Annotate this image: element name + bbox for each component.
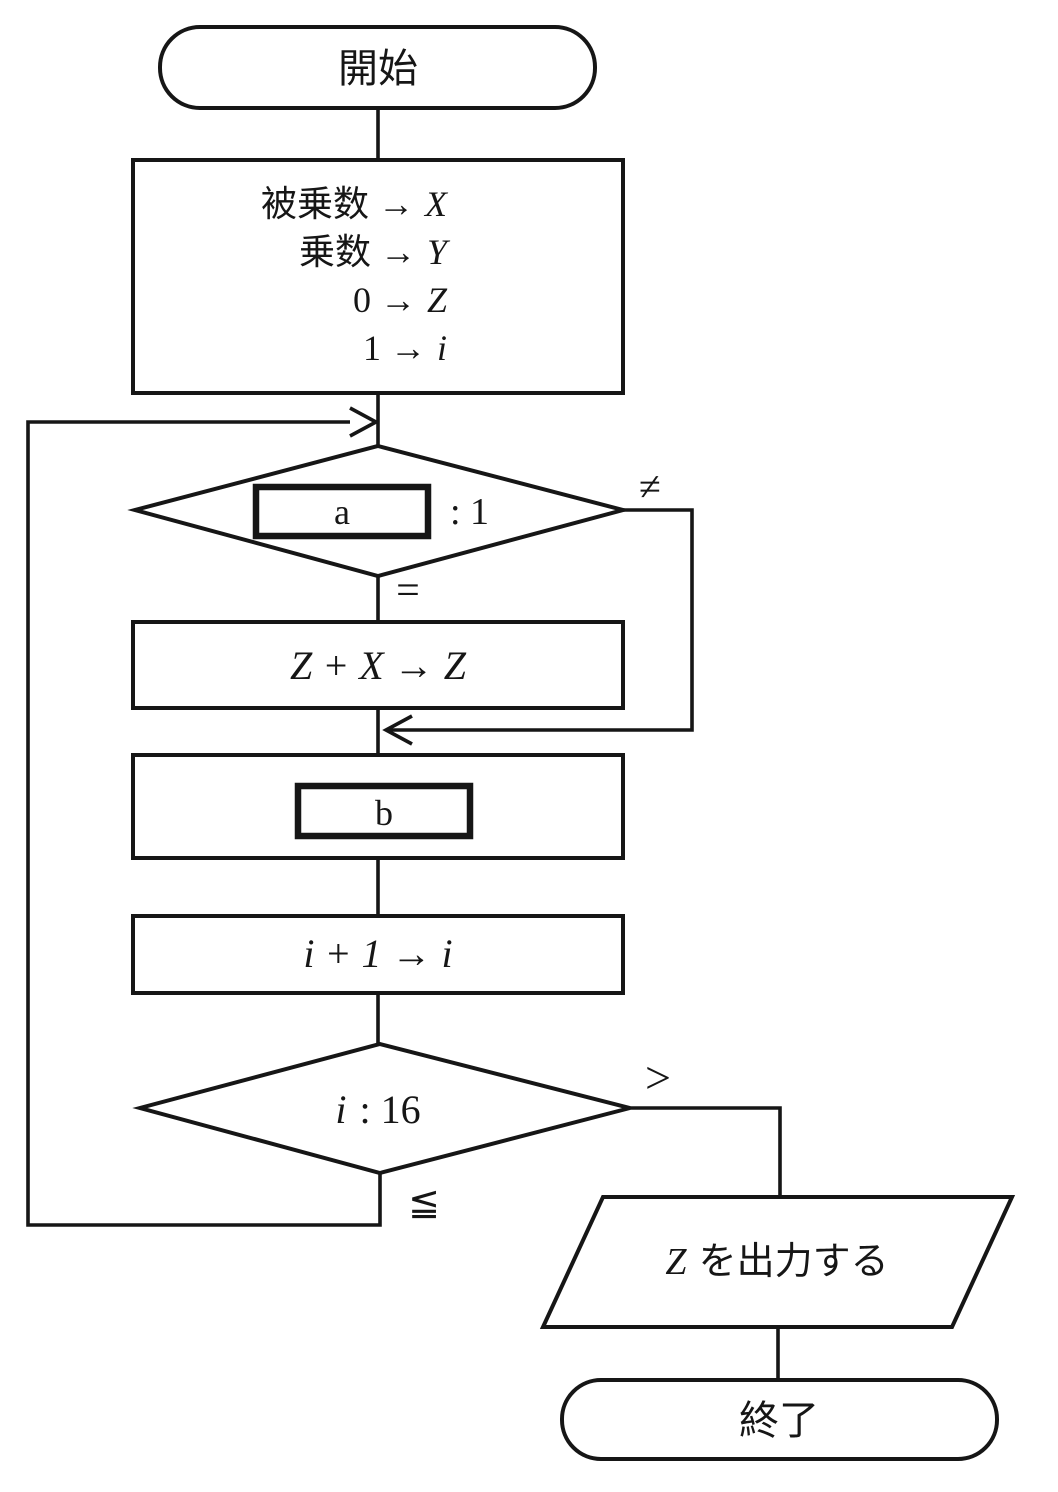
branch-label-not-equal: ≠ [639, 464, 661, 509]
branch-label-greater: > [645, 1052, 671, 1103]
output-suffix: を出力する [699, 1241, 889, 1283]
init-line-prefix: 0 → [353, 280, 416, 320]
answer-b-label: b [375, 793, 393, 833]
start-terminal [158, 25, 597, 110]
init-line: 乗数 → Y [299, 232, 451, 272]
decision2-text: i : 16 [335, 1087, 420, 1132]
add-process-text: Z + X → Z [290, 643, 467, 688]
init-process-box [131, 158, 625, 395]
end-terminal [560, 1378, 999, 1461]
branch-greater-line [630, 1106, 782, 1197]
decision2-var: i [335, 1087, 346, 1132]
branch-label-equal: = [396, 568, 420, 614]
init-line: 0 → Z [353, 280, 448, 320]
arrow-left-icon [382, 714, 413, 746]
answer-a-label: a [334, 492, 350, 532]
increment-process-text: i + 1 → i [303, 931, 452, 976]
decision2-diamond [132, 1041, 631, 1176]
increment-process-box [131, 914, 625, 995]
end-label: 終了 [739, 1398, 819, 1443]
init-line-prefix: 乗数 → [299, 232, 416, 272]
output-var: Z [665, 1241, 687, 1283]
init-line-prefix: 1 → [363, 328, 426, 368]
init-line: 被乗数 →X [261, 184, 449, 224]
add-process-box [131, 620, 625, 710]
init-line-var: i [437, 328, 447, 368]
decision2-comparison: : 16 [360, 1087, 421, 1132]
loop-return-line [26, 420, 382, 1227]
answer-box-b [294, 782, 474, 840]
output-parallelogram [539, 1195, 1016, 1329]
answer-box-a [252, 483, 432, 540]
branch-not-equal-line [386, 508, 694, 732]
arrow-right-icon [349, 406, 380, 438]
init-line: 1 → i [363, 328, 447, 368]
init-line-var: Z [427, 280, 448, 320]
output-text: Z を出力する [665, 1241, 888, 1283]
init-line-prefix: 被乗数 → [261, 184, 414, 224]
init-line-var: Y [427, 232, 451, 272]
decision1-comparison: : 1 [450, 491, 489, 533]
branch-label-less-equal: ≦ [408, 1182, 440, 1224]
init-line-var: X [423, 184, 449, 224]
start-label: 開始 [338, 46, 418, 91]
